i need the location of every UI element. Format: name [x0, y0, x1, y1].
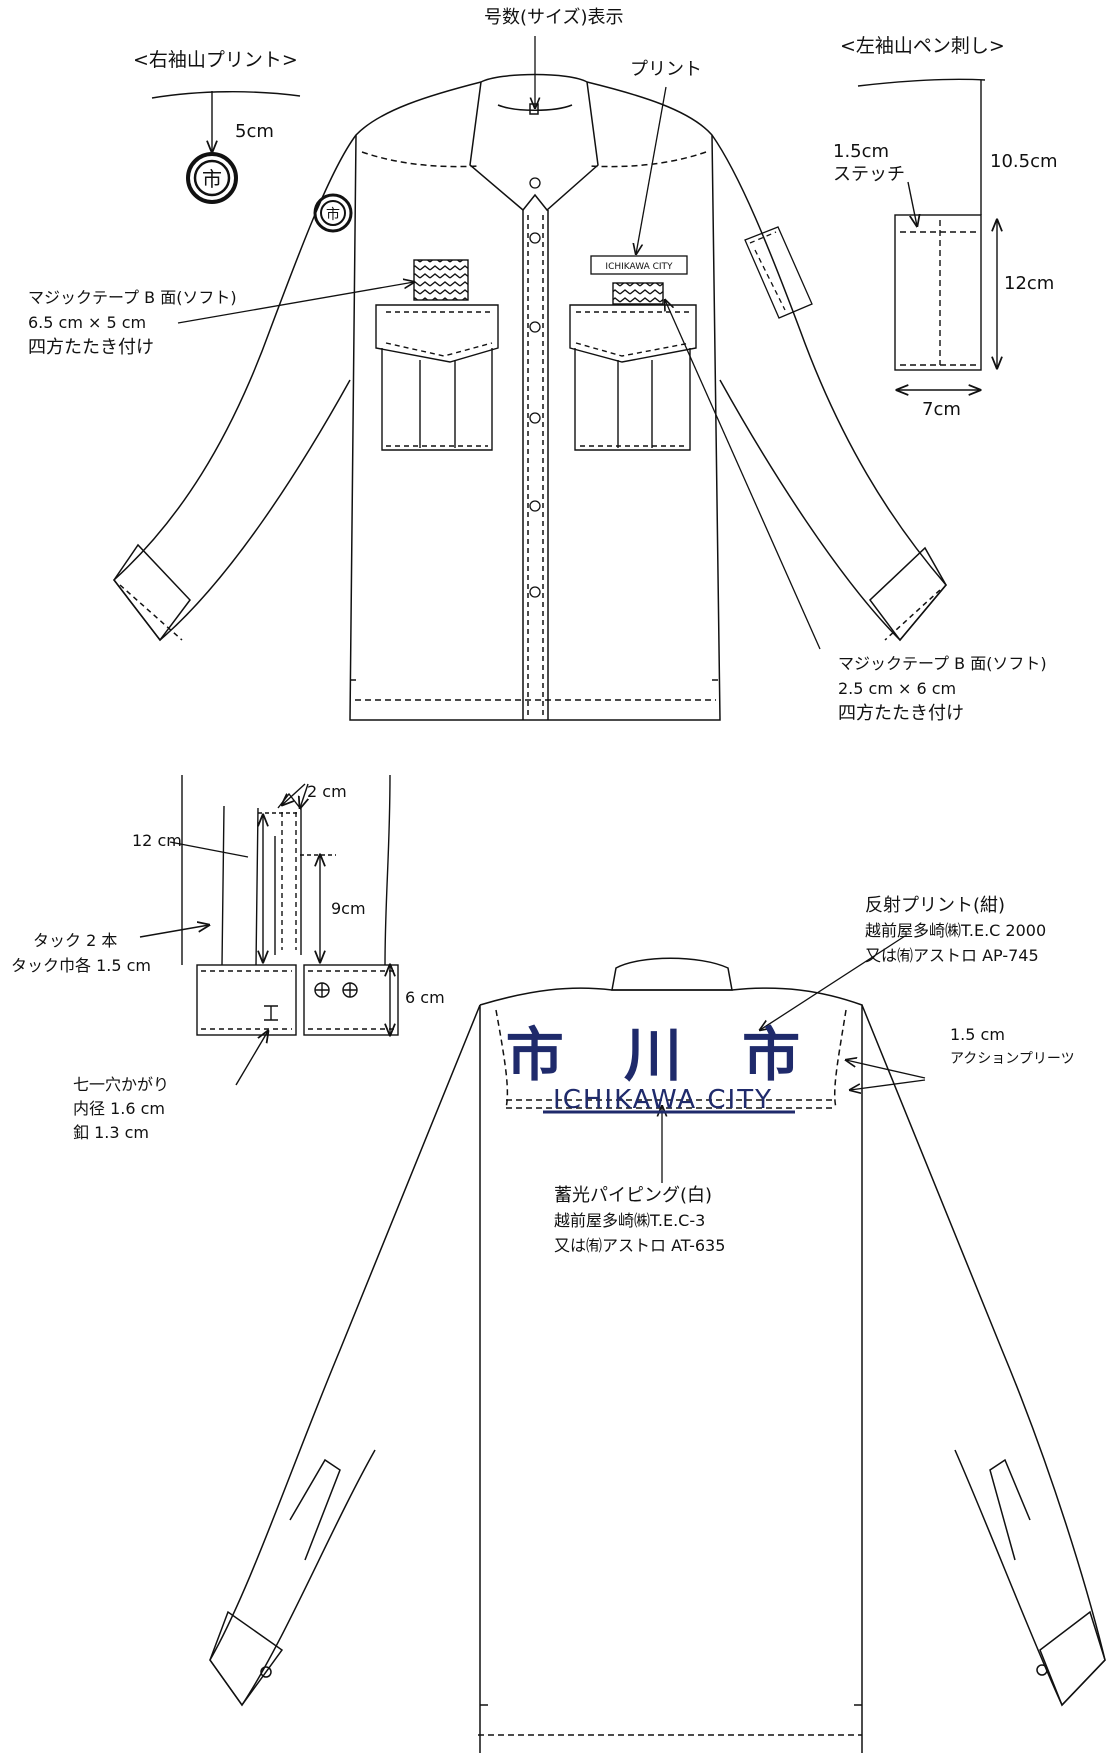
velcro-right-1: マジックテープ B 面(ソフト)	[838, 654, 1047, 673]
back-shirt	[209, 957, 1106, 1753]
print-label: プリント	[630, 59, 702, 80]
buttonhole-3: 釦 1.3 cm	[73, 1123, 150, 1142]
back-body-outline	[479, 987, 863, 1753]
left-sleeve-title: <左袖山ペン刺し>	[840, 35, 1005, 57]
button	[529, 177, 541, 189]
right-sleeve-title: <右袖山プリント>	[133, 49, 298, 71]
cuff-left-part	[196, 964, 297, 1036]
velcro-patch-left	[413, 259, 469, 301]
cuff-dim-9cm: 9cm	[331, 899, 366, 918]
left-sleeve-dim-height: 12cm	[1004, 273, 1055, 294]
buttonhole-1: 七一穴かがり	[73, 1075, 170, 1094]
button	[529, 412, 541, 424]
front-placket	[522, 210, 549, 720]
pen-pocket	[744, 226, 813, 319]
button	[529, 232, 541, 244]
svg-text:市: 市	[202, 167, 222, 191]
piping-3: 又は㈲アストロ AT-635	[554, 1236, 726, 1255]
size-display-label: 号数(サイズ)表示	[484, 7, 624, 28]
tuck-1: タック 2 本	[33, 931, 118, 950]
back-print-kanji: 市 川 市	[506, 1021, 820, 1089]
front-right-cuff	[868, 546, 947, 642]
velcro-patch-right	[612, 282, 664, 305]
front-left-sleeve	[112, 81, 482, 642]
pleats-1: 1.5 cm	[950, 1025, 1005, 1044]
reflective-1: 反射プリント(紺)	[865, 895, 1006, 916]
buttonhole-2: 内径 1.6 cm	[73, 1099, 166, 1118]
left-sleeve-dim-width: 7cm	[922, 399, 961, 420]
cuff-dim-2cm: 2 cm	[307, 782, 347, 801]
right-pocket	[574, 348, 691, 451]
front-collar	[469, 73, 599, 212]
nameplate-text: ICHIKAWA CITY	[605, 262, 673, 272]
right-sleeve-dim: 5cm	[235, 121, 274, 142]
back-print-roman: ICHIKAWA CITY	[553, 1085, 773, 1115]
piping-2: 越前屋多崎㈱T.E.C-3	[554, 1211, 706, 1230]
velcro-right-3: 四方たたき付け	[838, 703, 964, 724]
pleats-2: アクションプリーツ	[950, 1051, 1075, 1067]
tuck-2: タック巾各 1.5 cm	[11, 956, 152, 975]
left-sleeve-dim-top: 10.5cm	[990, 151, 1058, 172]
svg-text:市: 市	[326, 206, 340, 223]
right-pocket-flap	[569, 304, 697, 363]
pen-pocket-outline	[894, 214, 982, 371]
sleeve-emblem: 市	[313, 193, 353, 233]
reflective-2: 越前屋多崎㈱T.E.C 2000	[865, 921, 1047, 940]
left-sleeve-stitch-1: 1.5cm	[833, 141, 890, 162]
back-right-cuff	[1039, 1610, 1106, 1707]
back-collar	[611, 957, 733, 991]
front-shirt	[112, 73, 947, 721]
button	[529, 500, 541, 512]
left-sleeve-stitch-2: ステッチ	[833, 164, 905, 185]
piping-1: 蓄光パイピング(白)	[554, 1185, 713, 1206]
front-buttons	[529, 177, 541, 598]
back-left-cuff	[209, 1610, 284, 1707]
cuff-right-part	[303, 964, 399, 1036]
front-right-sleeve	[586, 81, 947, 642]
back-yoke-seam	[506, 1099, 836, 1109]
button	[529, 586, 541, 598]
velcro-right-2: 2.5 cm × 6 cm	[838, 679, 957, 698]
size-label-marker	[529, 103, 539, 115]
cuff-dim-6cm: 6 cm	[405, 988, 445, 1007]
left-sleeve-pen-detail	[857, 78, 997, 390]
cuff-dim-12cm: 12 cm	[132, 831, 182, 850]
front-pockets	[375, 304, 697, 451]
front-left-cuff	[113, 543, 191, 642]
cuff-detail	[139, 774, 399, 1086]
velcro-left-3: 四方たたき付け	[28, 337, 154, 358]
left-pocket-flap	[375, 304, 499, 363]
left-pocket	[381, 348, 493, 451]
velcro-left-2: 6.5 cm × 5 cm	[28, 313, 147, 332]
button	[529, 321, 541, 333]
sleeve-placket-point	[277, 792, 301, 809]
right-sleeve-print-detail: 市	[151, 91, 301, 204]
reflective-3: 又は㈲アストロ AP-745	[865, 946, 1039, 965]
velcro-left-1: マジックテープ B 面(ソフト)	[28, 288, 237, 307]
front-body-outline	[349, 134, 721, 721]
